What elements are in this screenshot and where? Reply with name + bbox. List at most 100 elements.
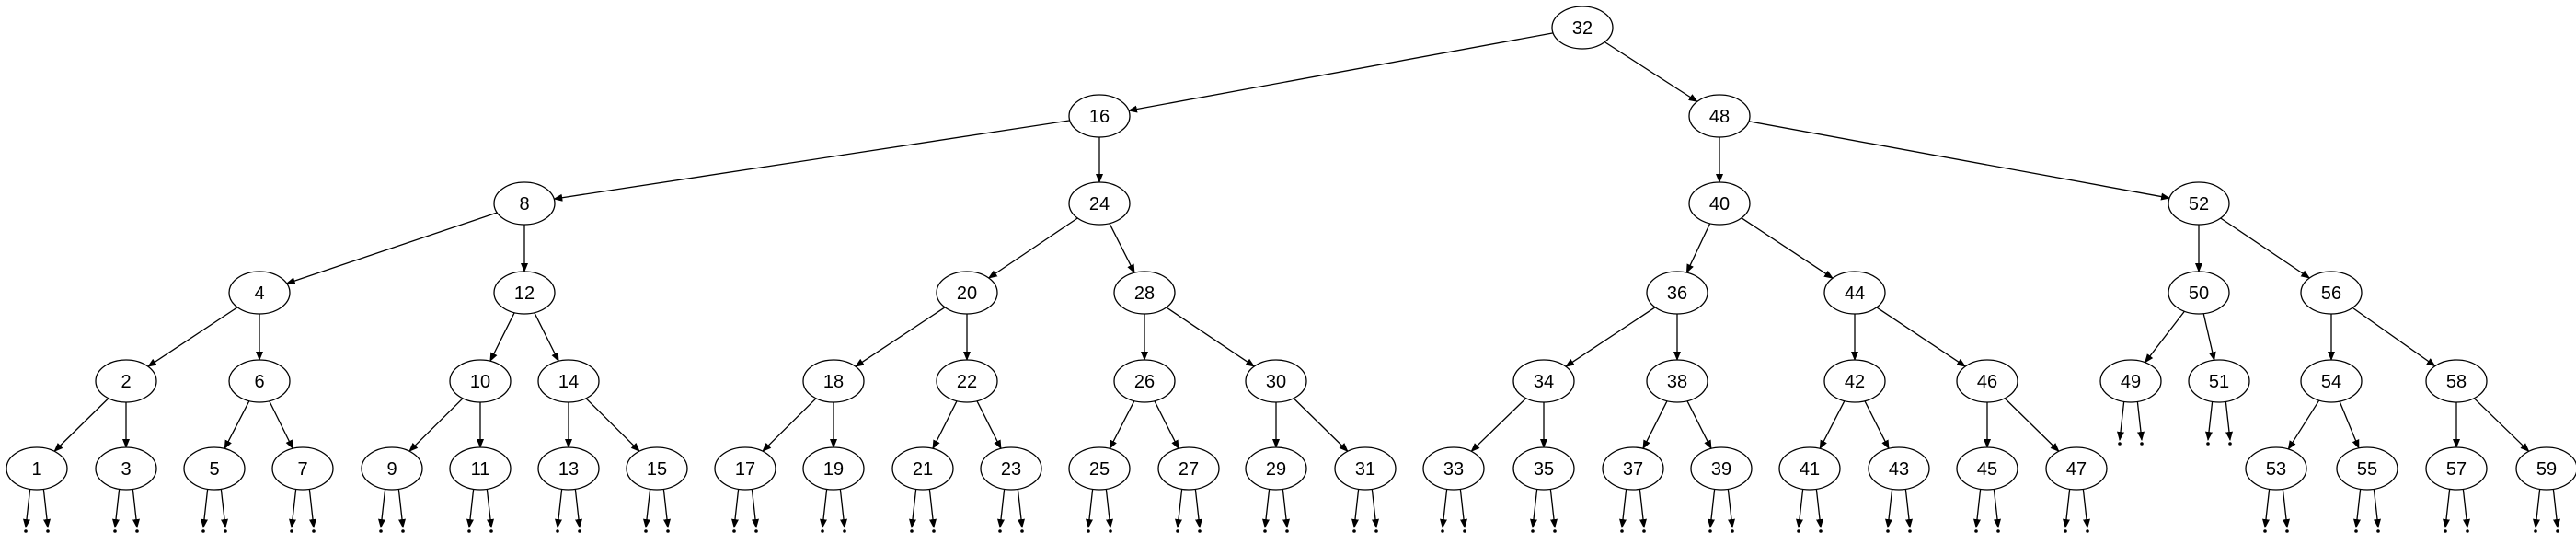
node-label: 49 bbox=[2121, 372, 2141, 392]
tree-node-11: 11 bbox=[449, 446, 512, 491]
null-left-of-19 bbox=[820, 487, 828, 533]
null-left-of-21 bbox=[909, 487, 917, 533]
null-left-of-59 bbox=[2533, 487, 2541, 533]
tree-node-10: 10 bbox=[449, 359, 512, 403]
node-ellipse bbox=[1602, 446, 1664, 491]
edge-48-52 bbox=[1748, 121, 2171, 201]
node-label: 21 bbox=[913, 459, 933, 480]
node-ellipse bbox=[1512, 359, 1575, 403]
tree-node-28: 28 bbox=[1113, 271, 1176, 315]
edges-layer bbox=[53, 32, 2530, 453]
node-label: 18 bbox=[823, 372, 844, 392]
node-ellipse bbox=[2168, 181, 2230, 226]
node-label: 53 bbox=[2266, 459, 2286, 480]
node-label: 51 bbox=[2209, 372, 2229, 392]
node-label: 37 bbox=[1623, 459, 1643, 480]
node-label: 56 bbox=[2321, 284, 2341, 304]
node-ellipse bbox=[980, 446, 1042, 491]
node-label: 9 bbox=[386, 459, 397, 480]
null-right-of-51 bbox=[2225, 399, 2233, 446]
node-label: 3 bbox=[121, 459, 131, 480]
node-ellipse bbox=[802, 359, 865, 403]
edge-44-46 bbox=[1876, 307, 1966, 367]
edge-42-43 bbox=[1864, 400, 1890, 450]
node-ellipse bbox=[537, 359, 600, 403]
node-ellipse bbox=[1113, 271, 1176, 315]
null-left-of-41 bbox=[1796, 487, 1804, 533]
node-ellipse bbox=[95, 446, 157, 491]
null-right-of-45 bbox=[1993, 487, 2001, 533]
node-ellipse bbox=[936, 271, 998, 315]
node-label: 20 bbox=[957, 284, 977, 304]
edge-16-8 bbox=[553, 120, 1070, 202]
null-right-of-17 bbox=[751, 487, 759, 533]
node-label: 5 bbox=[209, 459, 219, 480]
node-ellipse bbox=[95, 359, 157, 403]
edge-46-47 bbox=[2004, 398, 2060, 452]
null-right-of-27 bbox=[1194, 487, 1202, 533]
node-ellipse bbox=[2245, 446, 2307, 491]
tree-node-32: 32 bbox=[1551, 6, 1614, 50]
null-left-of-29 bbox=[1262, 487, 1271, 533]
node-label: 46 bbox=[1977, 372, 1997, 392]
tree-node-39: 39 bbox=[1690, 446, 1753, 491]
edge-30-31 bbox=[1293, 398, 1349, 452]
edge-54-53 bbox=[2287, 399, 2320, 450]
null-left-of-43 bbox=[1885, 487, 1893, 533]
edge-20-18 bbox=[855, 307, 946, 367]
null-right-of-7 bbox=[308, 487, 316, 533]
tree-node-47: 47 bbox=[2045, 446, 2108, 491]
null-right-of-59 bbox=[2552, 487, 2560, 533]
tree-node-19: 19 bbox=[802, 446, 865, 491]
node-label: 31 bbox=[1355, 459, 1375, 480]
null-left-of-17 bbox=[731, 487, 740, 533]
node-ellipse bbox=[1422, 446, 1485, 491]
tree-node-41: 41 bbox=[1778, 446, 1841, 491]
node-ellipse bbox=[1823, 359, 1886, 403]
tree-node-29: 29 bbox=[1245, 446, 1307, 491]
node-label: 44 bbox=[1845, 284, 1865, 304]
edge-40-44 bbox=[1741, 217, 1834, 279]
null-right-of-5 bbox=[220, 487, 228, 533]
edge-56-58 bbox=[2352, 307, 2436, 367]
null-right-of-1 bbox=[42, 487, 51, 533]
tree-node-53: 53 bbox=[2245, 446, 2307, 491]
tree-node-45: 45 bbox=[1956, 446, 2018, 491]
null-right-of-33 bbox=[1459, 487, 1467, 533]
node-ellipse bbox=[802, 446, 865, 491]
node-ellipse bbox=[1068, 446, 1131, 491]
null-left-of-53 bbox=[2262, 487, 2271, 533]
null-right-of-13 bbox=[574, 487, 582, 533]
edge-50-49 bbox=[2145, 310, 2185, 364]
node-ellipse bbox=[714, 446, 776, 491]
node-ellipse bbox=[537, 446, 600, 491]
node-label: 35 bbox=[1534, 459, 1554, 480]
tree-node-7: 7 bbox=[271, 446, 334, 491]
node-ellipse bbox=[1157, 446, 1220, 491]
null-right-of-23 bbox=[1017, 487, 1025, 533]
node-label: 38 bbox=[1667, 372, 1687, 392]
node-ellipse bbox=[1068, 94, 1131, 138]
node-ellipse bbox=[1113, 359, 1176, 403]
node-label: 55 bbox=[2357, 459, 2377, 480]
node-label: 4 bbox=[254, 284, 264, 304]
edge-54-55 bbox=[2339, 400, 2360, 449]
null-right-of-41 bbox=[1815, 487, 1823, 533]
node-ellipse bbox=[2425, 446, 2488, 491]
node-label: 47 bbox=[2066, 459, 2087, 480]
tree-node-57: 57 bbox=[2425, 446, 2488, 491]
edge-40-36 bbox=[1685, 223, 1711, 274]
edge-34-33 bbox=[1470, 398, 1527, 453]
node-ellipse bbox=[449, 359, 512, 403]
node-ellipse bbox=[493, 271, 556, 315]
node-label: 10 bbox=[470, 372, 490, 392]
node-label: 48 bbox=[1709, 107, 1730, 127]
edge-26-25 bbox=[1109, 400, 1135, 450]
tree-node-24: 24 bbox=[1068, 181, 1131, 226]
node-ellipse bbox=[936, 359, 998, 403]
node-ellipse bbox=[1690, 446, 1753, 491]
node-label: 12 bbox=[514, 284, 535, 304]
node-label: 26 bbox=[1134, 372, 1155, 392]
node-ellipse bbox=[1334, 446, 1397, 491]
